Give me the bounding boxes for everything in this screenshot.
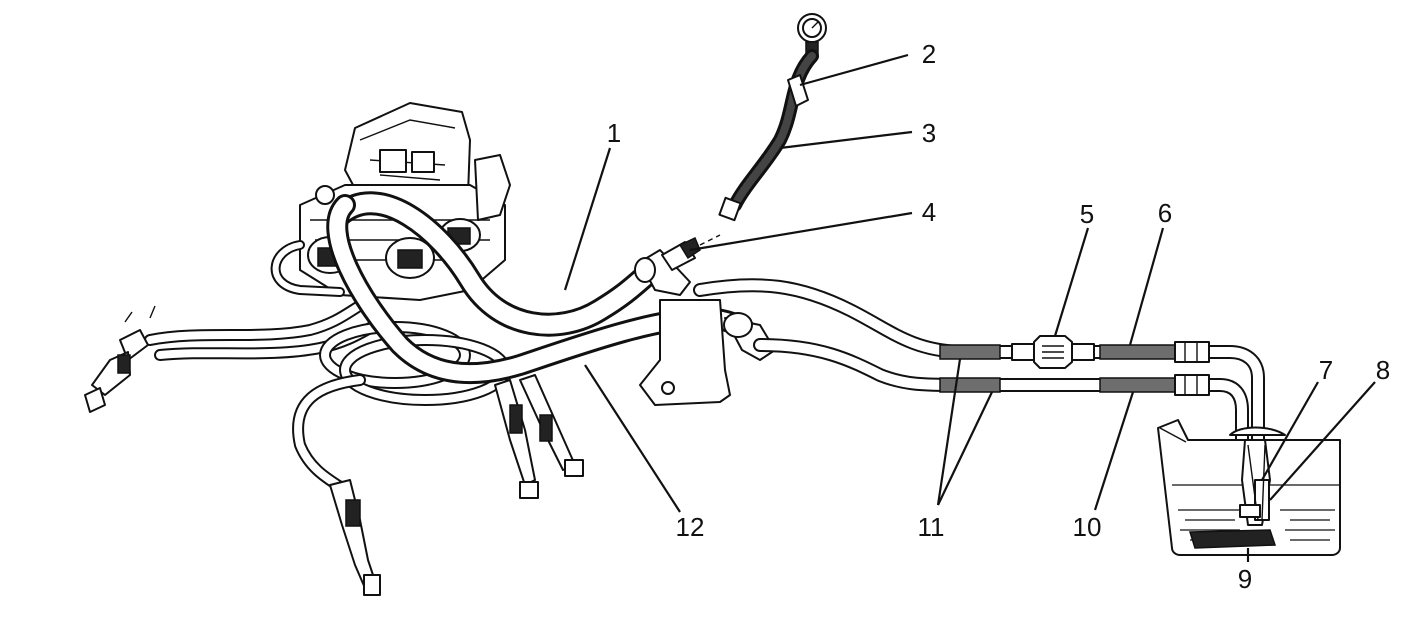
pressure-gauge-assembly	[718, 13, 827, 222]
pressure-hose	[328, 191, 662, 337]
leader-12	[584, 364, 681, 513]
callout-2: 2	[922, 39, 936, 69]
callout-labels: 1 2 3 4 5 6 7 8 9 10 11 12	[607, 39, 1390, 594]
leader-2	[799, 53, 909, 87]
leader-4	[689, 211, 913, 252]
callout-10: 10	[1073, 512, 1102, 542]
callout-9: 9	[1238, 564, 1252, 594]
leader-1	[563, 147, 612, 291]
fuel-feed-line	[693, 278, 1265, 447]
callout-4: 4	[922, 197, 936, 227]
left-injector-harness	[84, 294, 391, 413]
mounting-bracket	[639, 299, 731, 406]
callout-6: 6	[1158, 198, 1172, 228]
center-injector-nozzles	[494, 374, 584, 499]
leader-5	[1053, 227, 1090, 337]
callout-1: 1	[607, 118, 621, 148]
leader-11a	[936, 358, 962, 506]
fuel-container	[1157, 419, 1341, 556]
leader-7	[1261, 381, 1319, 481]
leader-3	[779, 130, 913, 150]
callout-3: 3	[922, 118, 936, 148]
callout-11: 11	[918, 512, 945, 542]
callout-12: 12	[676, 512, 705, 542]
leader-lines	[563, 53, 1376, 562]
callout-5: 5	[1080, 199, 1094, 229]
callout-8: 8	[1376, 355, 1390, 385]
leader-10	[1093, 391, 1135, 511]
fuel-return-line	[753, 338, 1249, 447]
leader-11b	[937, 391, 993, 506]
leader-6	[1128, 227, 1165, 346]
leader-8	[1269, 381, 1376, 501]
lower-left-hose	[292, 374, 381, 596]
quick-connectors	[1174, 341, 1210, 396]
fuel-filter	[1011, 335, 1095, 369]
schrader-valve	[661, 234, 721, 271]
callout-7: 7	[1319, 355, 1333, 385]
